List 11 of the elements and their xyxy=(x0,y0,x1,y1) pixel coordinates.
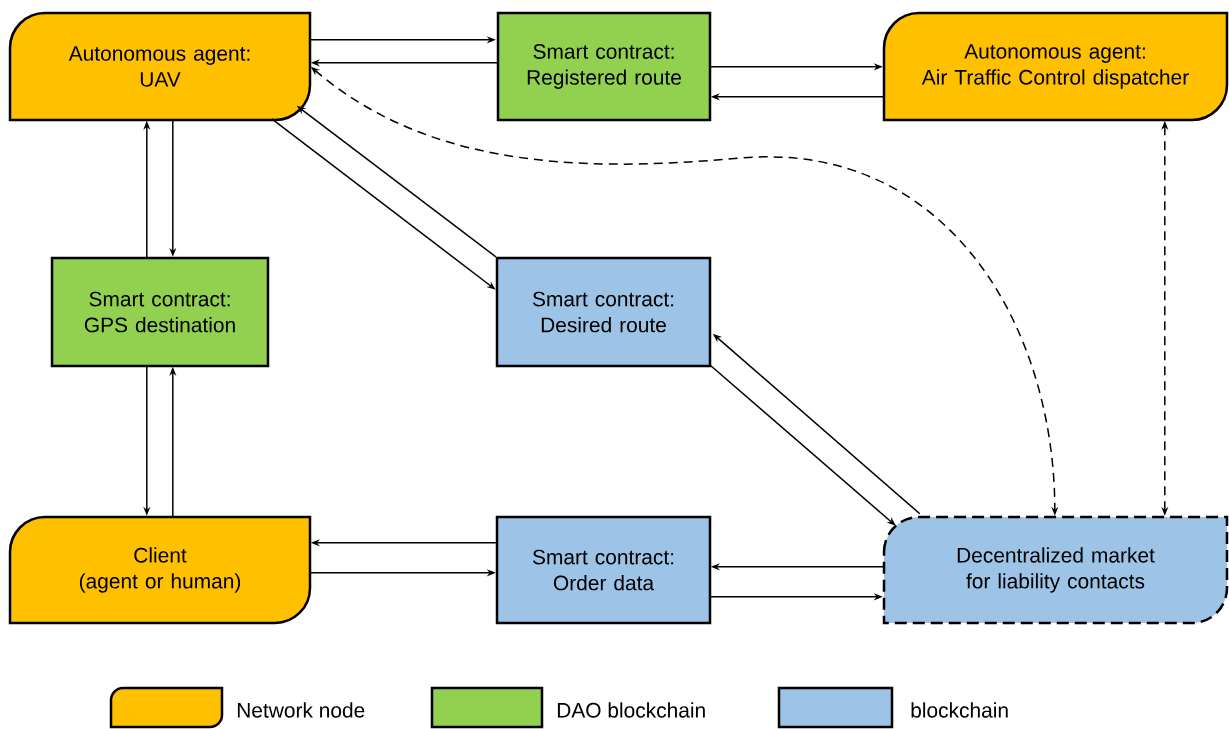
contract-box: Smart contract: GPS destination xyxy=(50,256,270,368)
legend-text: Network node xyxy=(237,702,365,718)
contract-box: Smart contract: Registered route xyxy=(496,11,712,122)
agent-box: Autonomous agent: UAV xyxy=(8,11,312,122)
market-box: Decentralized market for liability contacts xyxy=(882,515,1229,625)
legend-text: DAO blockchain xyxy=(557,702,705,718)
legend-text: blockchain xyxy=(911,702,1008,718)
agent-box: Client (agent or human) xyxy=(8,515,312,625)
contract-box: Smart contract: Desired route xyxy=(495,256,712,368)
agent-box: Autonomous agent: Air Traffic Control dispatcher xyxy=(882,11,1229,122)
contract-box: Smart contract: Order data xyxy=(495,515,712,625)
